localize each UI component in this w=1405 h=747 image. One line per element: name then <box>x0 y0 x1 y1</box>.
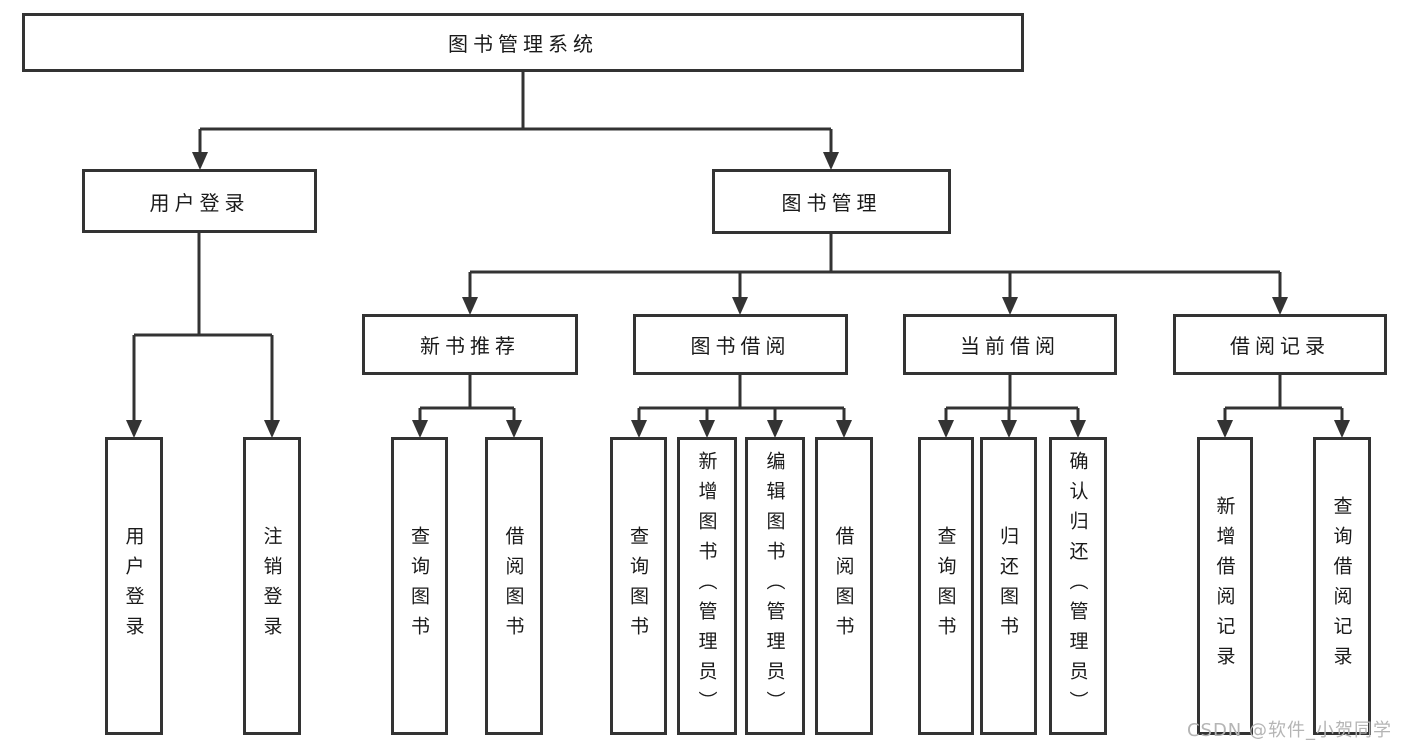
node-current-borrowing: 当前借阅 <box>903 314 1117 375</box>
leaf-borrow-books: 借阅图书 <box>815 437 873 735</box>
node-new-book-recommendation: 新书推荐 <box>362 314 578 375</box>
node-borrowing-records: 借阅记录 <box>1173 314 1387 375</box>
leaf-query-books-recommend: 查询图书 <box>391 437 448 735</box>
leaf-return-books: 归还图书 <box>980 437 1037 735</box>
leaf-add-books-admin: 新增图书（管理员） <box>677 437 737 735</box>
leaf-add-borrow-record: 新增借阅记录 <box>1197 437 1253 735</box>
leaf-query-books-current: 查询图书 <box>918 437 974 735</box>
watermark: CSDN @软件_小贺同学 <box>1186 720 1392 741</box>
node-library-management-system: 图书管理系统 <box>22 13 1024 72</box>
node-user-login: 用户登录 <box>82 169 317 233</box>
leaf-query-borrow-record: 查询借阅记录 <box>1313 437 1371 735</box>
leaf-logout: 注销登录 <box>243 437 301 735</box>
leaf-confirm-return-admin: 确认归还（管理员） <box>1049 437 1107 735</box>
leaf-borrow-books-recommend: 借阅图书 <box>485 437 543 735</box>
node-book-borrowing: 图书借阅 <box>633 314 848 375</box>
node-book-management: 图书管理 <box>712 169 951 234</box>
leaf-user-login: 用户登录 <box>105 437 163 735</box>
leaf-query-books-borrow: 查询图书 <box>610 437 667 735</box>
leaf-edit-books-admin: 编辑图书（管理员） <box>745 437 805 735</box>
